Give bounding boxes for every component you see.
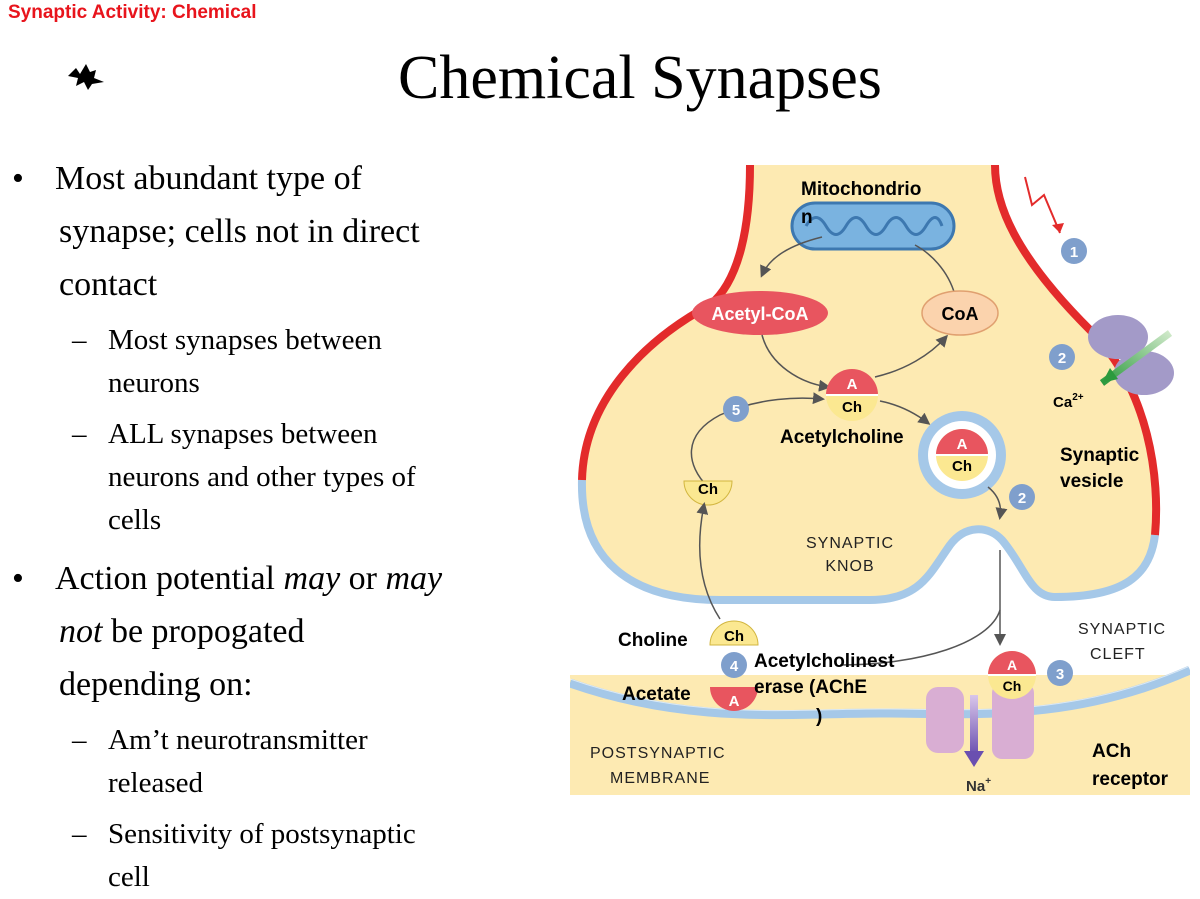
svg-text:3: 3 — [1056, 666, 1064, 683]
subbullet-line: cells — [108, 504, 162, 536]
label-ache-2: erase (AChE — [754, 677, 867, 698]
bullet-italic: may — [385, 560, 443, 597]
label-receptor-ch: Ch — [1003, 678, 1022, 694]
step-2-badge: 2 — [1049, 344, 1075, 370]
subbullet-all-synapses: – ALL synapses between neurons and other… — [0, 413, 570, 542]
action-potential-icon — [1024, 176, 1061, 234]
acetylcholine-molecule — [826, 369, 878, 421]
bullet-line: Most abundant type of — [55, 160, 362, 197]
svg-text:2: 2 — [1018, 490, 1026, 507]
label-a: A — [847, 376, 858, 393]
synapse-diagram-svg: Mitochondrio n Acetyl-CoA CoA A Ch Acety… — [568, 164, 1192, 795]
bullet-line: not be propogated — [55, 605, 570, 658]
subbullet-dash: – — [72, 418, 87, 450]
subbullet-dash: – — [72, 818, 87, 850]
slide-title: Chemical Synapses — [398, 44, 882, 112]
step-4-badge: 4 — [721, 652, 747, 678]
label-ch: Ch — [842, 399, 862, 416]
label-choline-ch: Ch — [724, 628, 744, 645]
subbullet-amount: – Am’t neurotransmitter released — [0, 719, 570, 805]
slide-header-label: Synaptic Activity: Chemical — [8, 2, 257, 23]
subbullet-line: cell — [108, 861, 150, 893]
subbullet-dash: – — [72, 324, 87, 356]
label-coa: CoA — [942, 304, 979, 324]
acetyl-coa-blob — [692, 291, 828, 335]
sodium-arrow — [970, 695, 978, 755]
bullet-italic: not — [59, 613, 103, 650]
label-ach-receptor-1: ACh — [1092, 741, 1131, 762]
label-mitochondrion-1: Mitochondrio — [801, 179, 921, 200]
receptor-bound-acetylcholine — [988, 651, 1036, 699]
bullet-list: • Most abundant type of synapse; cells n… — [0, 152, 570, 899]
logo-icon — [66, 62, 108, 95]
svg-text:4: 4 — [730, 658, 739, 675]
label-synaptic-knob-1: SYNAPTIC — [806, 535, 894, 552]
label-synaptic-cleft-1: SYNAPTIC — [1078, 621, 1166, 638]
bullet-line: Action potential may or may — [55, 552, 570, 605]
label-acetyl-coa: Acetyl-CoA — [711, 304, 808, 324]
synaptic-vesicle — [918, 411, 1006, 499]
step-3-badge: 3 — [1047, 660, 1073, 686]
step-1-badge: 1 — [1061, 238, 1087, 264]
label-acetate-a: A — [729, 693, 740, 710]
bullet-italic: may — [283, 560, 341, 597]
subbullet-line: Sensitivity of postsynaptic — [108, 818, 416, 850]
label-synaptic-vesicle-2: vesicle — [1060, 471, 1123, 492]
label-synaptic-cleft-2: CLEFT — [1090, 646, 1146, 663]
label-vesicle-ch: Ch — [952, 458, 972, 475]
label-free-ch: Ch — [698, 481, 718, 498]
knob-membrane — [577, 479, 1159, 604]
bullet-dot: • — [12, 160, 24, 197]
postsynaptic-region — [570, 675, 1190, 795]
label-sodium: Na+ — [966, 776, 991, 795]
bullet-abundant: • Most abundant type of synapse; cells n… — [0, 152, 570, 311]
subbullet-line: Am’t neurotransmitter — [108, 724, 368, 756]
subbullet-neurons: – Most synapses between neurons — [0, 319, 570, 405]
label-synaptic-vesicle-1: Synaptic — [1060, 445, 1140, 466]
svg-text:5: 5 — [732, 402, 740, 419]
bullet-line: depending on: — [59, 666, 253, 703]
subbullet-line: released — [108, 767, 203, 799]
label-synaptic-knob-2: KNOB — [825, 558, 874, 575]
label-ache-3: ) — [816, 706, 822, 727]
label-acetate: Acetate — [622, 684, 691, 705]
subbullet-line: neurons — [108, 367, 200, 399]
label-ache-1: Acetylcholinest — [754, 651, 895, 672]
label-choline: Choline — [618, 630, 688, 651]
choline-molecule — [709, 620, 759, 646]
subbullet-dash: – — [72, 724, 87, 756]
subbullet-line: ALL synapses between — [108, 418, 378, 450]
label-postsynaptic-1: POSTSYNAPTIC — [590, 745, 726, 762]
bullet-line: synapse; cells not in direct — [59, 213, 420, 250]
bullet-line: contact — [59, 266, 158, 303]
subbullet-sensitivity: – Sensitivity of postsynaptic cell — [0, 813, 570, 899]
label-ach-receptor-2: receptor — [1092, 769, 1169, 790]
bullet-text: be propogated — [102, 613, 305, 650]
label-acetylcholine: Acetylcholine — [780, 427, 904, 448]
svg-text:1: 1 — [1070, 244, 1078, 261]
synapse-diagram: Mitochondrio n Acetyl-CoA CoA A Ch Acety… — [568, 164, 1192, 795]
label-mitochondrion-2: n — [801, 207, 813, 228]
postsynaptic-membrane — [568, 665, 1192, 720]
svg-text:2: 2 — [1058, 350, 1066, 367]
step-2-badge: 2 — [1009, 484, 1035, 510]
mitochondrion-icon — [790, 201, 956, 251]
bullet-text: Action potential — [55, 560, 284, 597]
label-receptor-a: A — [1007, 657, 1017, 673]
coa-blob — [921, 290, 999, 336]
label-calcium: Ca2+ — [1053, 392, 1084, 411]
acetate-molecule — [710, 687, 758, 711]
bullet-dot: • — [12, 560, 24, 597]
subbullet-line: neurons and other types of — [108, 461, 416, 493]
step-5-badge: 5 — [723, 396, 749, 422]
subbullet-line: Most synapses between — [108, 324, 382, 356]
label-postsynaptic-2: MEMBRANE — [610, 770, 710, 787]
bullet-text: or — [340, 560, 386, 597]
bullet-action-potential: • Action potential may or may not be pro… — [0, 552, 570, 711]
free-choline-molecule — [683, 480, 733, 506]
label-vesicle-a: A — [957, 436, 968, 453]
